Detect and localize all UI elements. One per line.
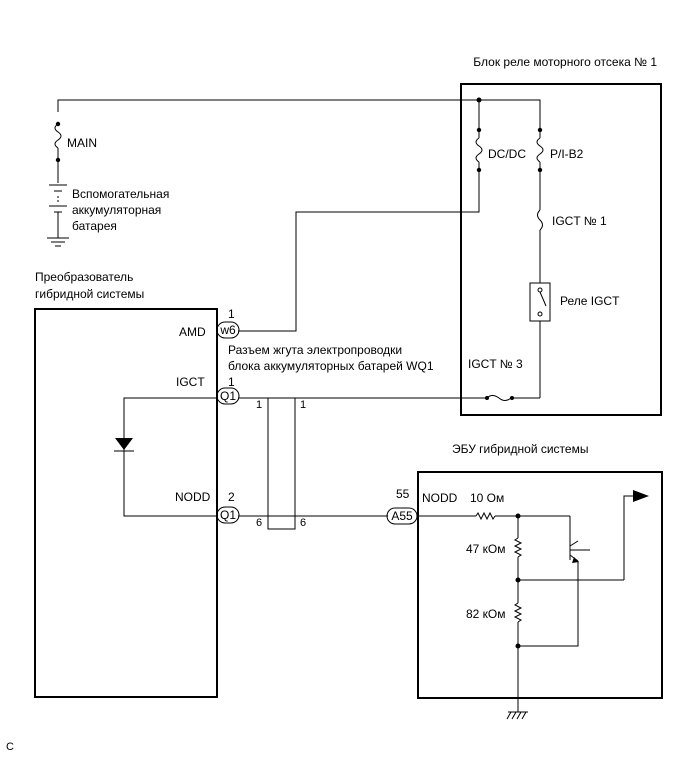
hv-converter-outline	[34, 308, 218, 698]
igct-terminal-label: IGCT	[176, 375, 205, 389]
igct-relay-label: Реле IGCT	[560, 294, 620, 308]
main-fuse-label: MAIN	[67, 136, 97, 150]
ground-icon	[47, 237, 69, 247]
hybrid-ecu-title: ЭБУ гибридной системы	[452, 442, 588, 456]
ecu-emitter-wire	[518, 561, 579, 647]
w6-pin-number: 1	[228, 307, 235, 321]
main-fuse-icon	[54, 121, 62, 163]
r1-resistor-label: 10 Ом	[470, 491, 504, 505]
r2-resistor-icon	[513, 537, 523, 558]
ecu-output-wire	[623, 495, 640, 580]
hv-converter-title-line1: Преобразователь	[35, 270, 133, 284]
wq1-right-top-pin: 1	[300, 399, 306, 411]
w6-connector-label: w6	[219, 323, 236, 337]
a55-connector-label: A55	[391, 509, 413, 523]
battery-label-line1: Вспомогательная	[72, 187, 169, 201]
igct-relay-icon	[529, 282, 551, 322]
internal-diode-wire	[123, 397, 217, 517]
relay-block-title: Блок реле моторного отсека № 1	[473, 55, 657, 69]
q1-top-connector-badge: Q1	[216, 387, 240, 405]
igct-pin-number: 1	[228, 375, 235, 389]
harness-connector-label-line1: Разъем жгута электропроводки	[228, 343, 402, 357]
harness-connector-label-line2: блока аккумуляторных батарей WQ1	[228, 359, 434, 373]
hv-converter-title-line2: гибридной системы	[35, 287, 144, 301]
diode-icon	[114, 438, 134, 452]
footer-code: C	[6, 741, 14, 753]
igct3-fuse-label: IGCT № 3	[468, 357, 523, 371]
ecu-ground-icon	[506, 711, 528, 720]
pib2-fuse-label: P/I-B2	[550, 147, 584, 161]
wq1-left-top-pin: 1	[256, 399, 262, 411]
output-arrow-icon	[633, 490, 649, 502]
ecu-nodd-terminal-label: NODD	[422, 491, 458, 505]
battery-icon	[49, 184, 67, 213]
a55-connector-badge: A55	[386, 507, 418, 525]
q1-bottom-connector-badge: Q1	[216, 506, 240, 524]
wq1-right-bottom-pin: 6	[300, 517, 306, 529]
nodd-terminal-label: NODD	[175, 490, 211, 504]
r2-resistor-label: 47 кОм	[466, 542, 506, 556]
wq1-connector-body	[267, 397, 296, 530]
q1-bottom-connector-label: Q1	[220, 508, 236, 522]
relay-block-outline	[460, 83, 662, 416]
dcdc-fuse-label: DC/DC	[488, 147, 526, 161]
r1-resistor-icon	[475, 511, 496, 521]
q1-top-connector-label: Q1	[220, 389, 236, 403]
w6-connector-badge: w6	[216, 321, 240, 339]
wq1-left-bottom-pin: 6	[256, 517, 262, 529]
amd-wire	[238, 170, 480, 332]
igct3-fuse-icon	[485, 395, 514, 401]
a55-pin-number: 55	[396, 487, 410, 501]
hybrid-ecu-outline	[417, 471, 663, 699]
power-bus-wire	[57, 99, 541, 128]
battery-label-line3: батарея	[72, 219, 117, 233]
dcdc-fuse-icon	[475, 127, 483, 173]
amd-terminal-label: AMD	[179, 325, 206, 339]
nodd-pin-number: 2	[228, 490, 235, 504]
igct1-fuse-icon	[537, 209, 543, 231]
r3-resistor-label: 82 кОм	[466, 607, 506, 621]
battery-label-line2: аккумуляторная	[72, 203, 161, 217]
r3-resistor-icon	[513, 602, 523, 623]
igct1-fuse-label: IGCT № 1	[552, 214, 607, 228]
transistor-icon	[569, 540, 590, 563]
pib2-fuse-icon	[536, 127, 544, 173]
